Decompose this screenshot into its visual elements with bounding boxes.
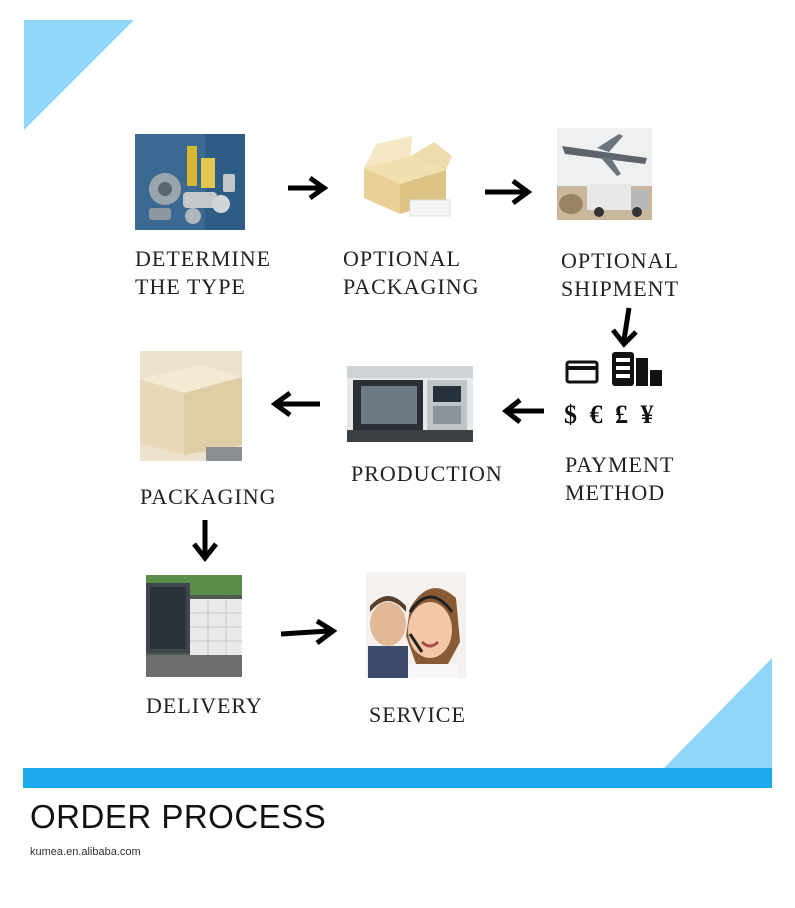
carton-box-image [356, 130, 456, 220]
step-label-production: PRODUCTION [351, 461, 503, 486]
arrow-right-icon [288, 175, 328, 201]
step-label-service: SERVICE [369, 702, 466, 727]
arrow-down-icon [611, 307, 638, 348]
payment-cards-image [564, 344, 666, 436]
currency-symbols: $ € £ ¥ [564, 400, 657, 429]
step-label-delivery: DELIVERY [146, 693, 263, 718]
bottom-right-triangle [664, 658, 772, 768]
step-label-determine: DETERMINE THE TYPE [135, 246, 272, 299]
step-label-optional-packaging: OPTIONAL PACKAGING [343, 246, 480, 299]
call-center-agent-image [366, 572, 466, 678]
parts-image [135, 134, 245, 230]
arrow-left-icon [502, 398, 544, 424]
arrow-right-icon [280, 618, 337, 645]
step-label-payment: PAYMENT METHOD [565, 452, 675, 505]
store-url: kumea.en.alibaba.com [30, 846, 141, 858]
page-title: ORDER PROCESS [30, 798, 327, 835]
step-label-optional-shipment: OPTIONAL SHIPMENT [561, 248, 680, 301]
arrow-left-icon [270, 390, 320, 418]
airplane-truck-image [557, 128, 652, 220]
container-loading-image [146, 575, 242, 677]
top-left-triangle [24, 20, 134, 130]
arrow-down-icon [192, 520, 218, 562]
cnc-machine-image [347, 366, 473, 442]
step-label-packaging: PACKAGING [140, 484, 277, 509]
accent-bar [23, 768, 772, 788]
wooden-crate-image [140, 351, 242, 461]
arrow-right-icon [485, 178, 533, 206]
